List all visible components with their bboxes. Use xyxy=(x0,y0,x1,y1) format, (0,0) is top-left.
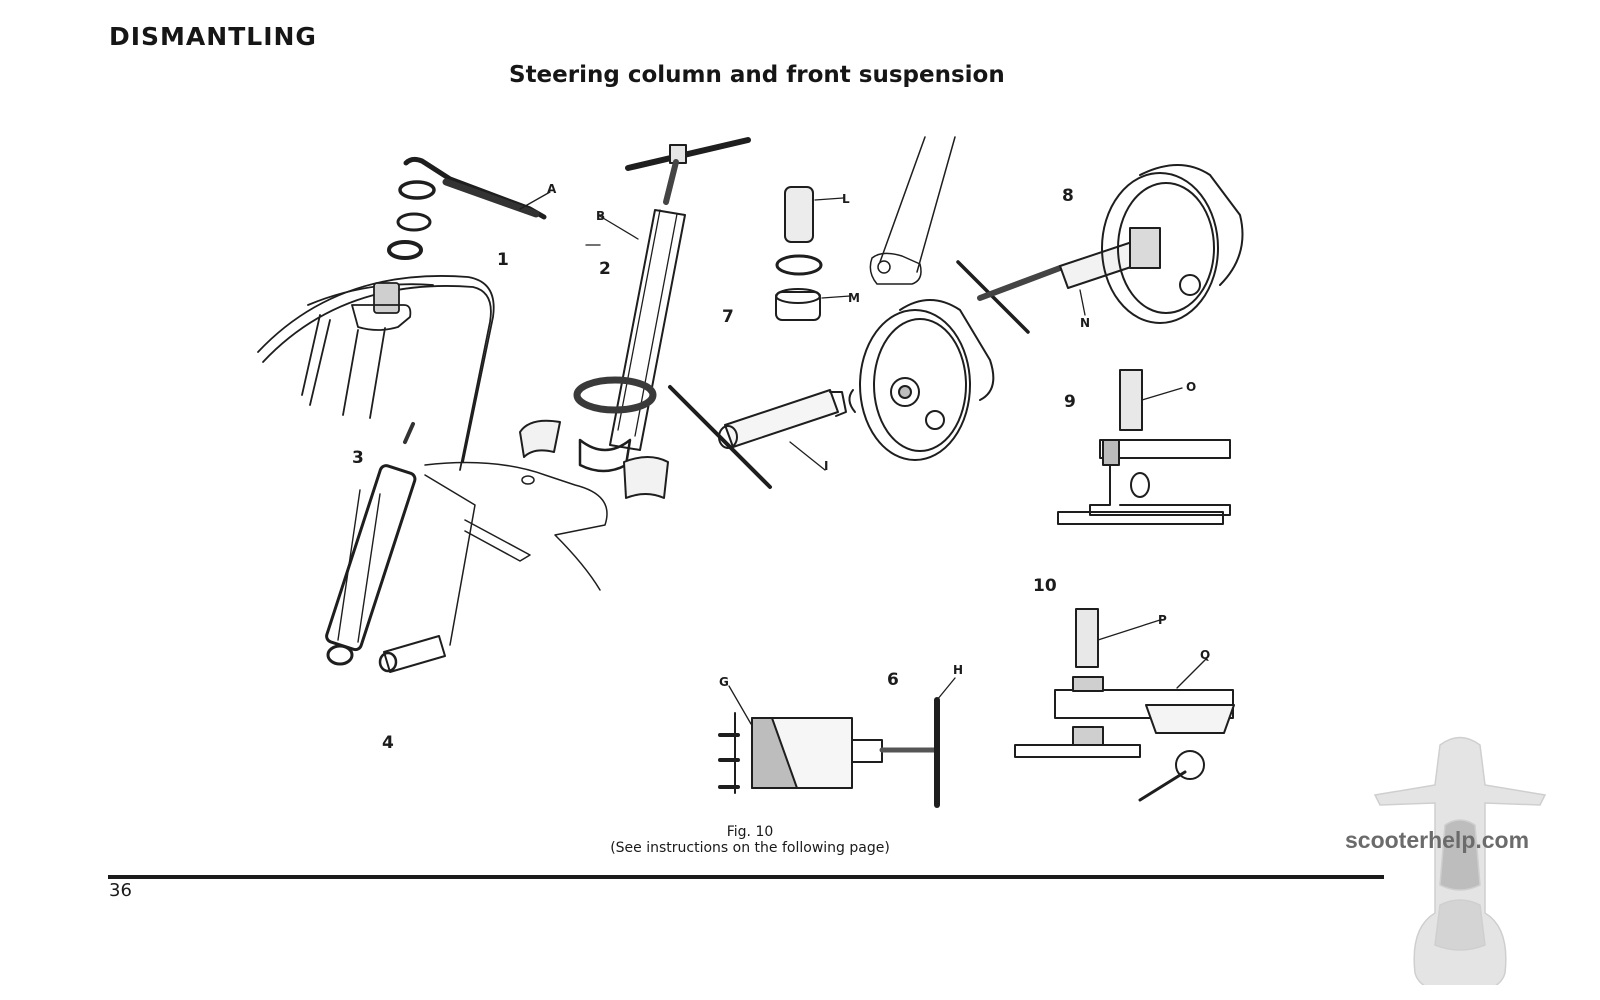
figure-caption-note: (See instructions on the following page) xyxy=(610,840,890,856)
brake-drum-hub-illustration xyxy=(848,299,995,461)
bearing-drift-illustration xyxy=(775,186,851,321)
steering-bearing-extractor-illustration xyxy=(573,137,751,473)
part-label: H xyxy=(953,663,964,677)
bush-extractor-6-illustration xyxy=(718,677,956,808)
subfigure-number: 10 xyxy=(1033,576,1057,596)
subfigure-number: 7 xyxy=(722,307,734,327)
subfigure-number: 4 xyxy=(382,733,394,753)
swing-arm-illustration xyxy=(869,136,956,285)
subfigure-number: 3 xyxy=(352,448,364,468)
part-label: M xyxy=(848,291,860,305)
scooter-silhouette-icon xyxy=(1373,736,1547,985)
part-label: O xyxy=(1186,380,1197,394)
watermark-text: scooterhelp.com xyxy=(1345,827,1530,853)
ring-nuts-illustration xyxy=(387,180,436,260)
fork-frame-illustration xyxy=(424,461,608,646)
figure-caption-title: Fig. 10 xyxy=(726,824,774,840)
hub-illustration-8 xyxy=(1101,164,1244,324)
part-label: B xyxy=(596,209,606,223)
headset-illustration xyxy=(257,275,495,471)
spanner-wrench-illustration xyxy=(403,156,551,220)
subfigure-number: 8 xyxy=(1062,186,1074,206)
part-label: L xyxy=(842,192,850,206)
page-title: Steering column and front suspension xyxy=(509,62,1005,88)
hub-puller-tool-illustration xyxy=(668,385,847,489)
part-label: G xyxy=(719,675,729,689)
fork-sleeve-illustration xyxy=(378,635,446,673)
bearing-puller-illustration xyxy=(956,240,1144,334)
section-heading: DISMANTLING xyxy=(109,22,317,51)
part-label: A xyxy=(547,182,557,196)
subfigure-number: 9 xyxy=(1064,392,1076,412)
subfigure-number: 2 xyxy=(599,259,611,279)
half-collars-illustration xyxy=(519,419,669,499)
footer-rule xyxy=(108,875,1384,879)
subfigure-number: 6 xyxy=(887,670,899,690)
part-label: Q xyxy=(1200,648,1211,662)
figure-caption: Fig. 10 (See instructions on the followi… xyxy=(560,824,940,856)
subfigure-number: 1 xyxy=(497,250,509,270)
press-setup-10-illustration xyxy=(1014,608,1235,802)
shock-absorber-illustration xyxy=(325,422,417,666)
part-label: I xyxy=(824,459,829,473)
press-setup-9-illustration xyxy=(1057,369,1231,525)
page-number: 36 xyxy=(109,880,132,901)
part-label: N xyxy=(1080,316,1091,330)
part-label: P xyxy=(1158,613,1167,627)
